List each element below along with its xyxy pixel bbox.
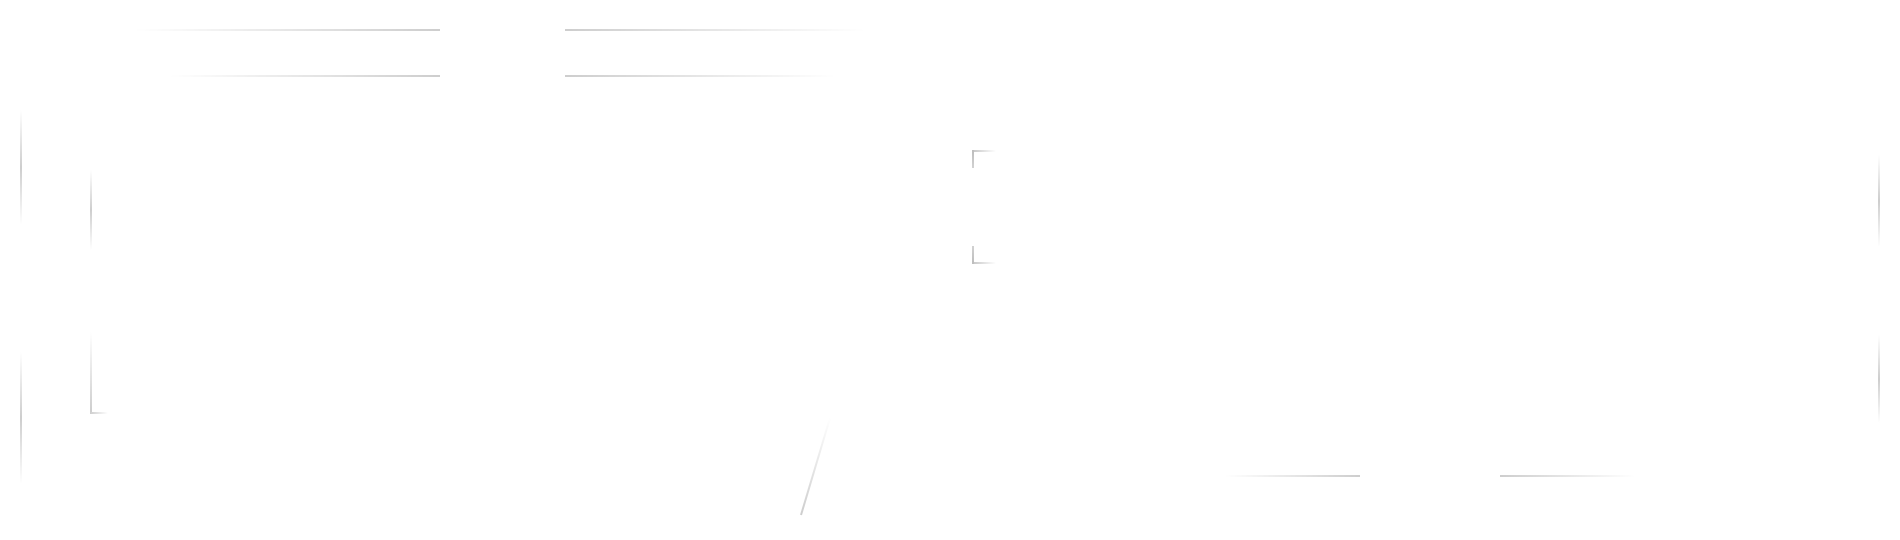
faint-rule-bottom-right-1	[1225, 475, 1360, 477]
faint-bracket-center-top-foot	[972, 150, 996, 152]
faint-rule-top-middle-1	[565, 29, 865, 31]
faint-bracket-center-top	[972, 150, 974, 168]
faint-rule-bottom-right-2	[1500, 475, 1635, 477]
faint-rule-top-middle-2	[565, 75, 835, 77]
faint-rule-left-outer-top	[20, 110, 22, 225]
faint-rule-left-inner-top	[90, 170, 92, 250]
faint-bracket-center-bottom	[972, 246, 974, 264]
faint-rule-top-left-2	[170, 75, 440, 77]
faint-rule-left-outer-bottom	[20, 352, 22, 484]
faint-bracket-center-bottom-foot	[972, 262, 996, 264]
faint-rule-left-inner-bottom-foot	[90, 412, 108, 414]
faint-rule-left-inner-bottom	[90, 332, 92, 412]
faint-rule-right-bottom	[1878, 335, 1880, 423]
faint-rule-right-top	[1878, 155, 1880, 247]
faint-rule-top-left-1	[135, 29, 440, 31]
